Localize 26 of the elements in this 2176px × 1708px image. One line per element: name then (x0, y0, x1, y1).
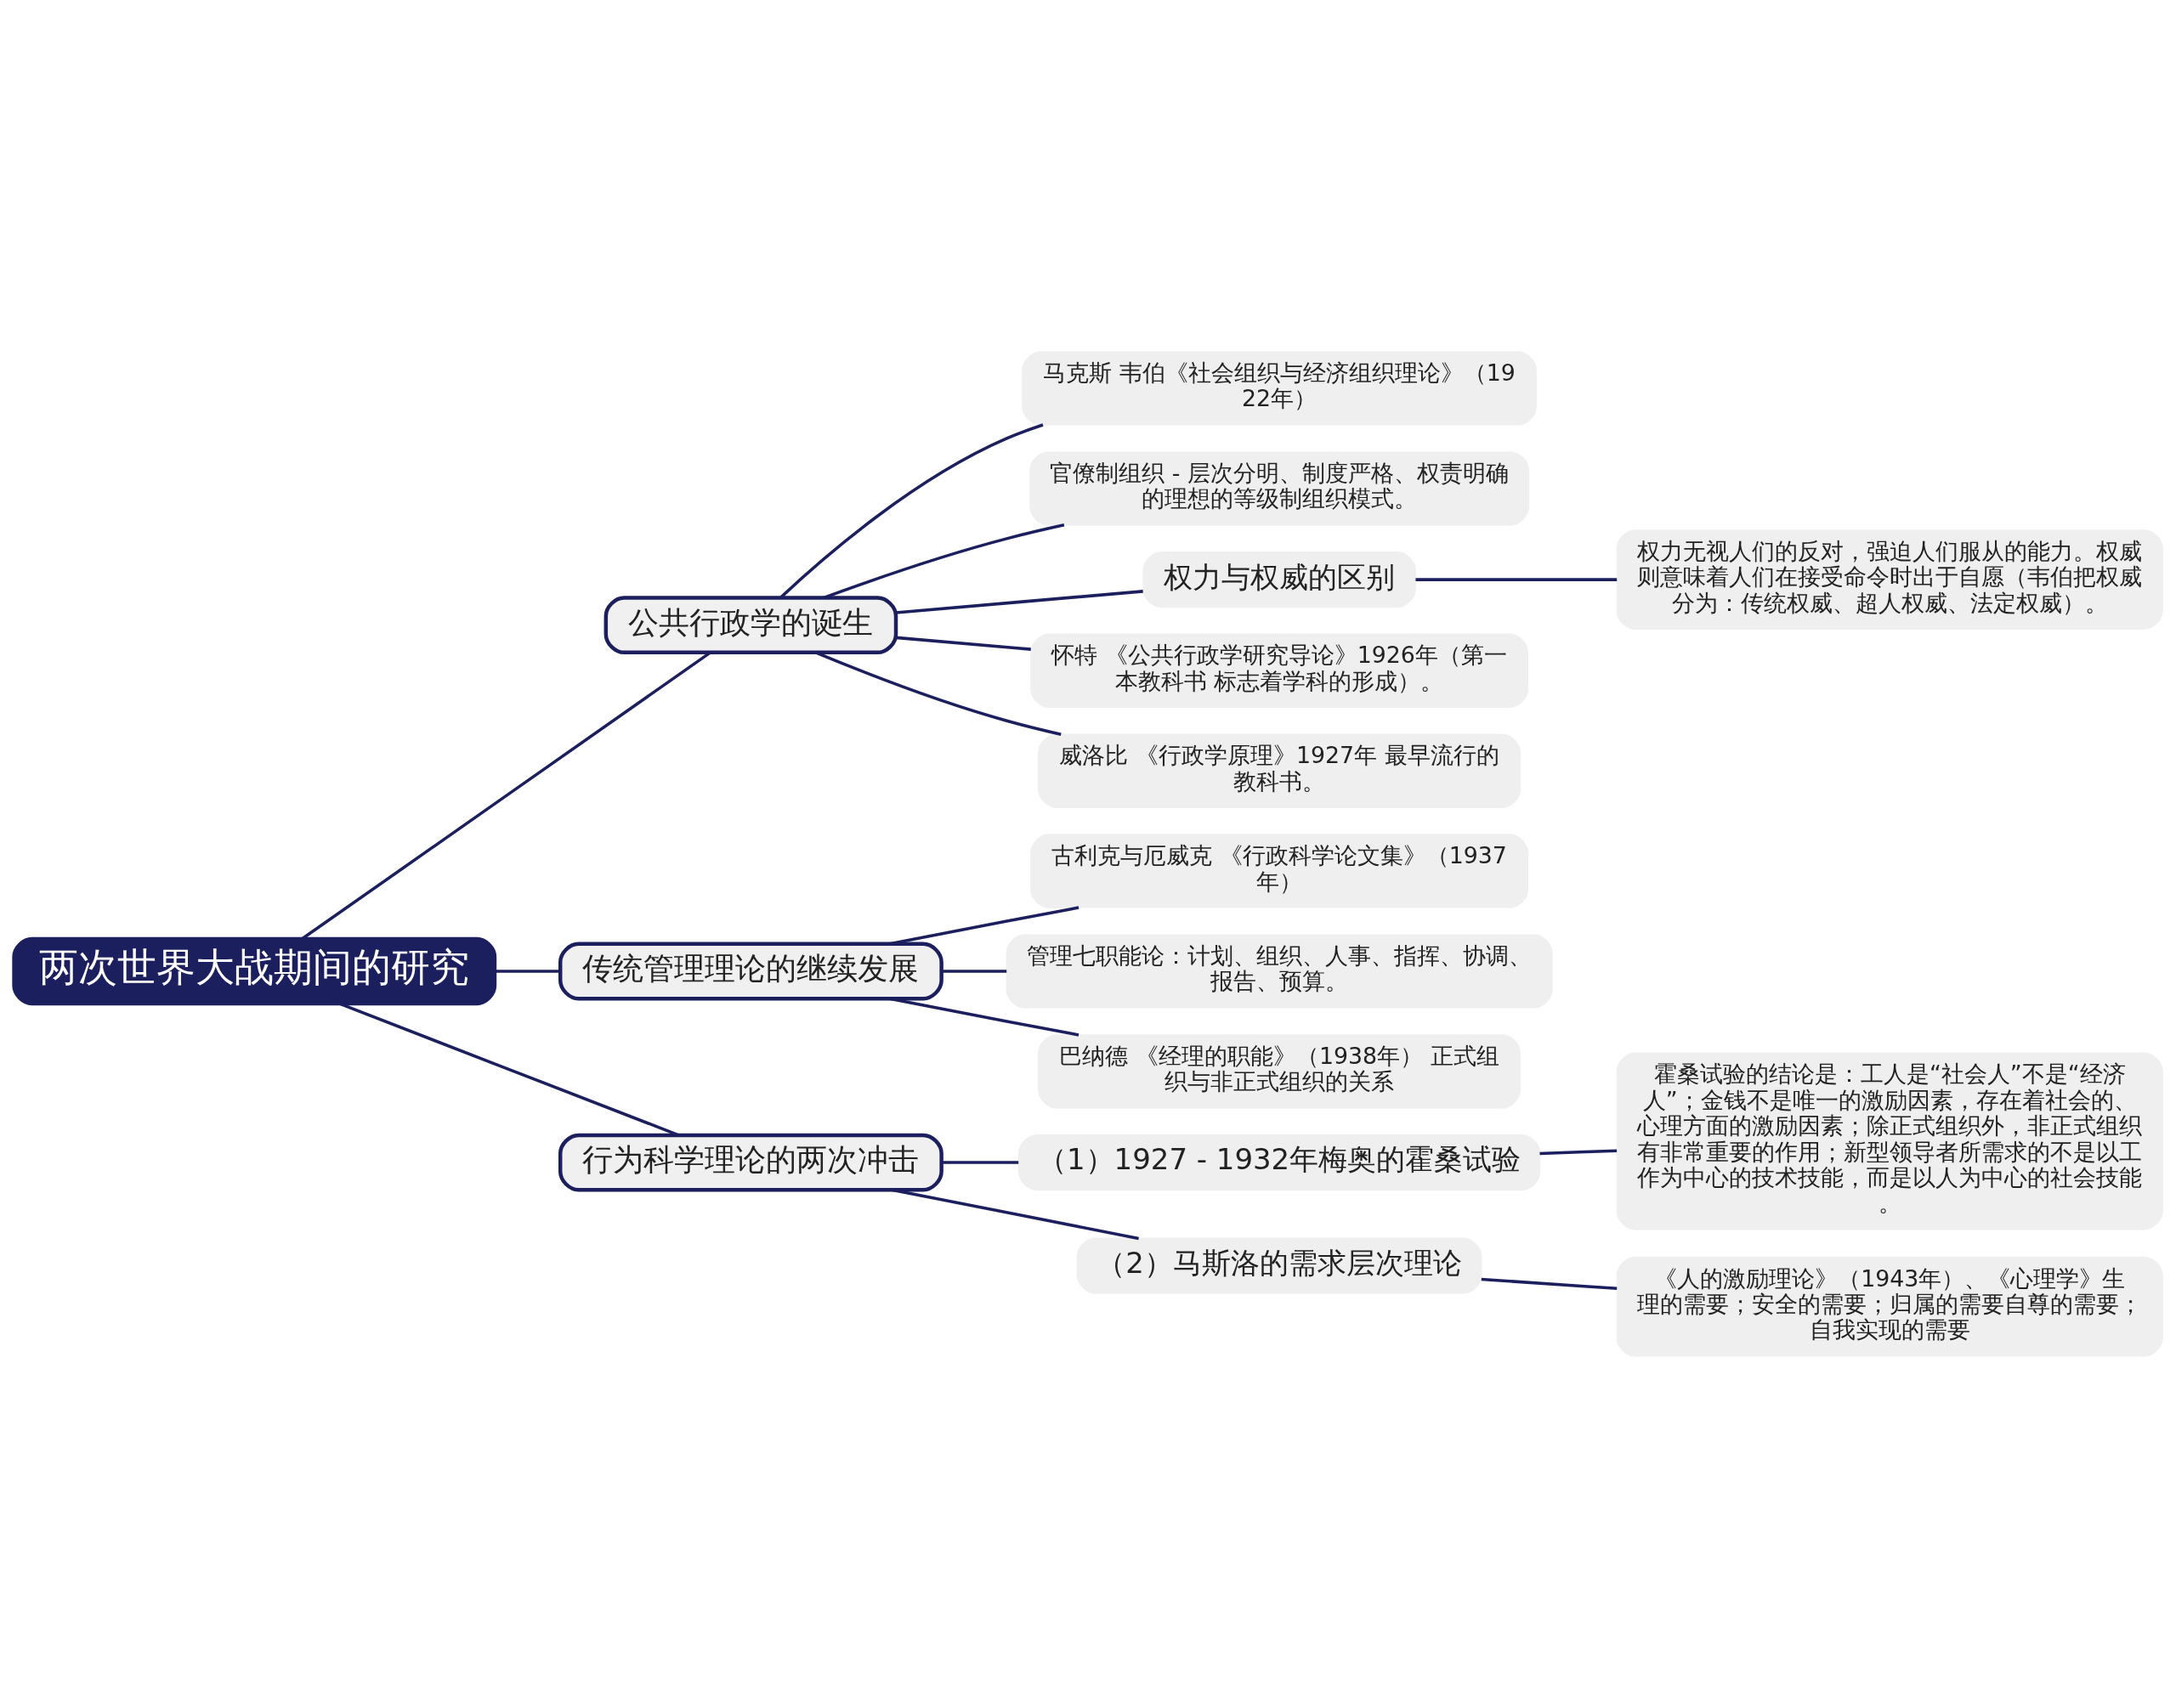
node-box: 官僚制组织 - 层次分明、制度严格、权责明确的理想的等级制组织模式。 (1029, 451, 1529, 526)
node-box: 古利克与厄威克 《行政科学论文集》（1937年） (1030, 834, 1529, 908)
node-box: 行为科学理论的两次冲击 (558, 1133, 944, 1192)
node-box: 马克斯 韦伯《社会组织与经济组织理论》（1922年） (1022, 351, 1537, 426)
node-box: 怀特 《公共行政学研究导论》1926年（第一本教科书 标志着学科的形成）。 (1030, 633, 1529, 709)
connector (495, 970, 560, 973)
node-box: 霍桑试验的结论是：工人是“社会人”不是“经济人”；金钱不是唯一的激励因素，存在着社会的、心理方面的激励因素；除正式组织外，非正式组织有非常重要的作用；新型领导者所需求的不是以工作为中心的技术技能，而是以人为中心的社会技能。 (1616, 1052, 2163, 1230)
connector (942, 970, 1007, 973)
node-box: 巴纳德 《经理的职能》（1938年） 正式组织与非正式组织的关系 (1038, 1034, 1522, 1109)
node-box: 公共行政学的诞生 (604, 596, 898, 655)
node-box: 权力无视人们的反对，强迫人们服从的能力。权威则意味着人们在接受命令时出于自愿（韦伯把权威分为：传统权威、超人权威、法定权威）。 (1616, 529, 2163, 631)
connector (895, 636, 1031, 651)
node-box: 管理七职能论：计划、组织、人事、指挥、协调、报告、预算。 (1006, 934, 1553, 1009)
connector (1539, 1149, 1618, 1156)
node-box: 权力与权威的区别 (1142, 551, 1416, 608)
node-box: 《人的激励理论》（1943年）、《心理学》生理的需要；安全的需要；归属的需要自尊的需要；自我实现的需要 (1616, 1256, 2163, 1357)
node-box: （2）马斯洛的需求层次理论 (1076, 1237, 1482, 1294)
connector (942, 1161, 1019, 1164)
connector (779, 423, 1044, 599)
node-box: 两次世界大战期间的研究 (12, 936, 497, 1006)
node-box: （1）1927 - 1932年梅奥的霍桑试验 (1017, 1134, 1541, 1191)
node-box: 传统管理理论的继续发展 (558, 942, 944, 1001)
connector (1481, 1277, 1618, 1291)
connector (1415, 578, 1618, 581)
connector (895, 590, 1143, 614)
node-box: 威洛比 《行政学原理》1927年 最早流行的教科书。 (1038, 733, 1522, 808)
